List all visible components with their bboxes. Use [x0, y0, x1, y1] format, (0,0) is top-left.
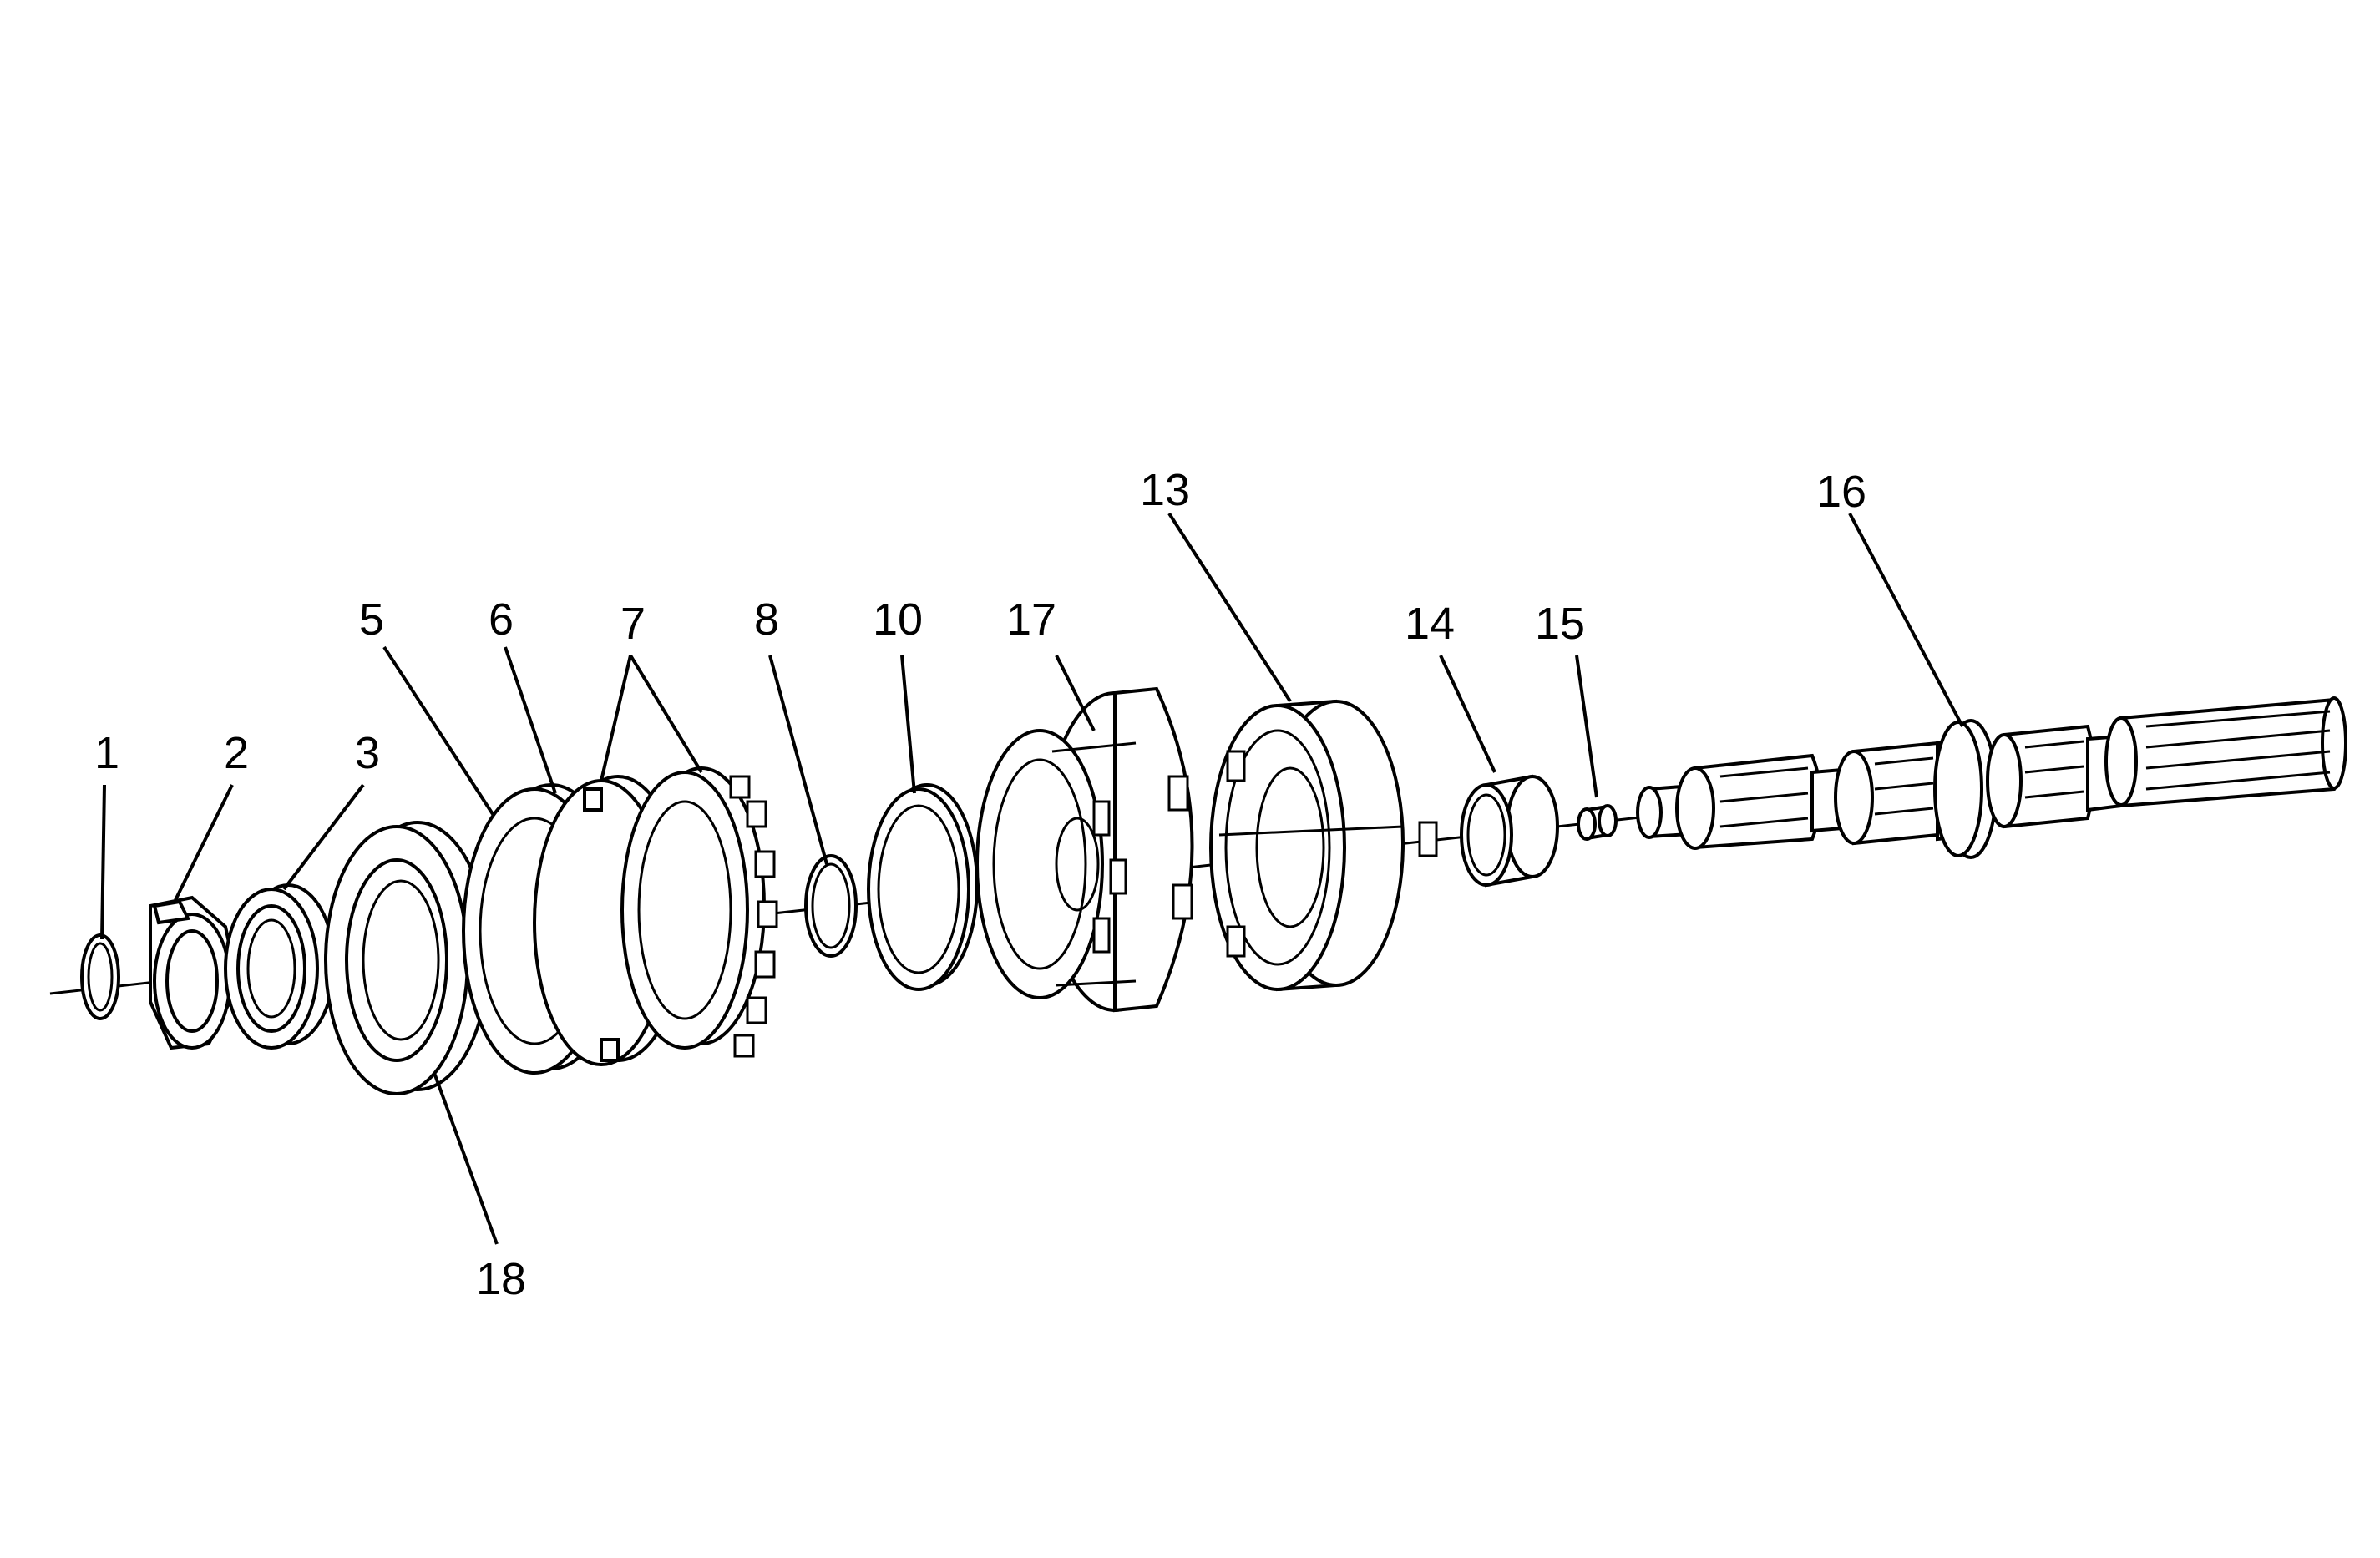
leader-18: [433, 1072, 499, 1245]
part-3-bearing: [224, 883, 336, 1050]
callout-7: 7: [620, 599, 646, 649]
callout-10: 10: [873, 594, 923, 645]
callout-8: 8: [754, 594, 779, 645]
part-16-output-shaft: [1636, 696, 2347, 859]
part-15-bushing: [1577, 804, 1618, 841]
leader-1: [100, 784, 106, 940]
callout-18: 18: [476, 1254, 526, 1304]
leader-5: [382, 645, 494, 816]
callout-2: 2: [224, 728, 249, 778]
part-18-seal-ring: [324, 821, 490, 1095]
part-7-friction-discs: [620, 766, 778, 1058]
callout-14: 14: [1405, 599, 1455, 649]
leader-7a: [600, 655, 632, 782]
callout-6: 6: [489, 594, 514, 645]
leader-13: [1167, 512, 1292, 703]
part-10-thrust-washer: [867, 783, 979, 991]
leader-lines: [100, 512, 1964, 1245]
leader-8: [768, 655, 828, 865]
leader-6: [504, 646, 557, 794]
callout-1: 1: [94, 728, 119, 778]
callout-labels: 1 2 3 5 6 7 8 10 17 13 14 15 16 18: [94, 465, 1866, 1304]
part-2-retainer: [149, 895, 241, 1050]
callout-17: 17: [1006, 594, 1056, 645]
part-1-snap-ring: [80, 933, 120, 1020]
callout-5: 5: [359, 594, 384, 645]
leader-3: [282, 783, 365, 891]
callout-13: 13: [1140, 465, 1190, 515]
part-17-clutch-hub: [975, 686, 1194, 1013]
leader-17: [1055, 655, 1096, 731]
part-14-needle-bearing: [1460, 774, 1559, 888]
callout-16: 16: [1816, 467, 1866, 517]
leader-16: [1848, 513, 1964, 727]
leader-7b: [629, 654, 703, 774]
leader-15: [1575, 655, 1598, 798]
callout-3: 3: [355, 728, 380, 778]
callout-15: 15: [1535, 599, 1585, 649]
part-13-clutch-drum: [1209, 699, 1438, 992]
part-8-o-ring: [804, 854, 858, 958]
leader-14: [1439, 655, 1496, 773]
leader-2: [174, 784, 234, 901]
leader-10: [900, 655, 916, 794]
